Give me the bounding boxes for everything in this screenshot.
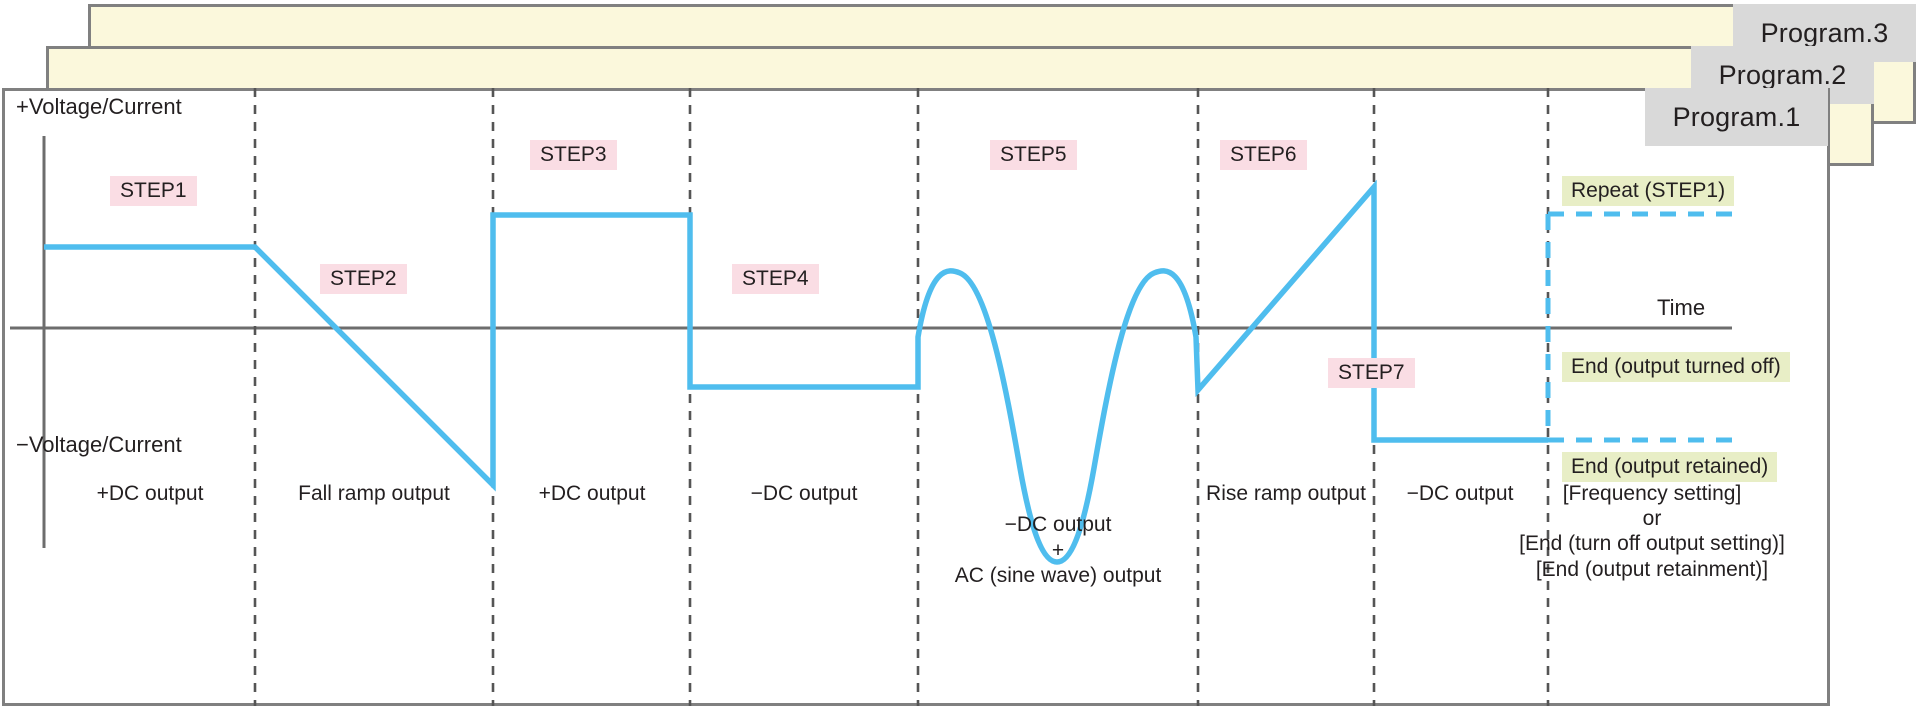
segment-label-step4: −DC output [750,482,858,505]
note-tag-end-off: End (output turned off) [1562,352,1790,383]
note-tag-end-retained: End (output retained) [1562,452,1778,483]
time-axis-label: Time [1657,295,1706,320]
waveform-solid-path [44,179,1548,565]
step-tag-step1: STEP1 [110,176,197,207]
note-tag-repeat: Repeat (STEP1) [1562,176,1735,207]
step-divider-group [253,88,1550,706]
segment-label-step5: −DC output + AC (sine wave) output [954,513,1162,588]
segment-label-step7: −DC output [1406,482,1514,505]
step-tag-step3: STEP3 [530,140,617,171]
segment-label-step6: Rise ramp output [1206,482,1366,505]
end-settings-block: [Frequency setting] or [End (turn off ou… [1519,482,1785,581]
segment-label-step1: +DC output [96,482,204,505]
negative-axis-label: −Voltage/Current [16,432,182,457]
waveform-plot: +Voltage/Current −Voltage/Current Time S… [2,88,1830,706]
program-card-1[interactable] [2,88,1830,706]
segment-label-step3: +DC output [538,482,646,505]
waveform-dashed-group [1545,211,1740,443]
step-tag-step6: STEP6 [1220,140,1307,171]
program-tab-1[interactable]: Program.1 [1645,88,1828,146]
waveform-svg [10,88,1740,706]
step-tag-step5: STEP5 [990,140,1077,171]
step-tag-step2: STEP2 [320,264,407,295]
step-tag-step4: STEP4 [732,264,819,295]
step-tag-step7: STEP7 [1328,358,1415,389]
positive-axis-label: +Voltage/Current [16,94,182,119]
segment-label-step2: Fall ramp output [298,482,450,505]
